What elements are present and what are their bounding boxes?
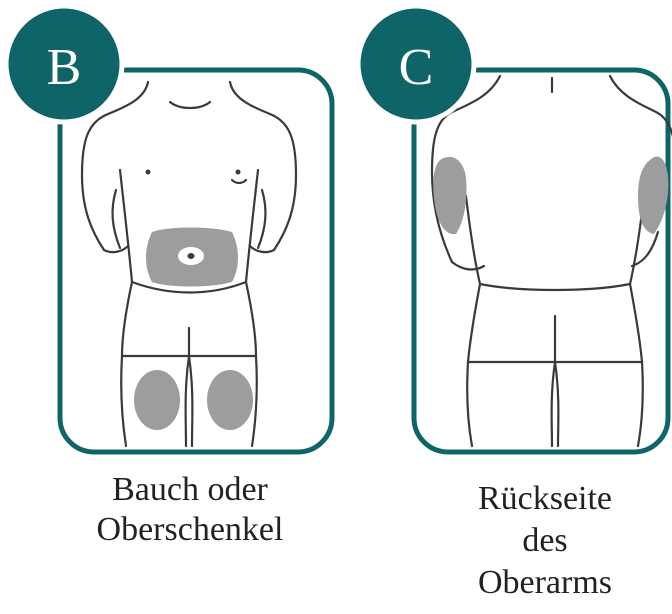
right-upper-arm-zone [638,157,668,234]
panel-b-illustration: B [0,0,340,470]
right-thigh-zone [207,370,253,430]
panel-b-caption-line-1: Bauch oder [40,470,340,510]
left-thigh-zone [134,370,180,430]
panel-c-caption-line-1: Rückseite [420,478,670,520]
panel-b: B Bauch oder Oberschenkel [0,0,340,470]
panel-c-caption-line-2: des [420,520,670,562]
panel-c-badge: C [358,6,474,122]
panel-b-caption-line-2: Oberschenkel [40,510,340,550]
back-body-outline [432,76,672,446]
panel-c-illustration: C [340,0,672,470]
panel-c-caption-line-3: Oberarms [420,562,670,604]
panel-c: C Rückseite des Oberarms [340,0,672,614]
panel-b-letter: B [47,39,82,96]
panel-c-caption: Rückseite des Oberarms [420,478,670,604]
panel-c-letter: C [399,39,434,96]
panel-b-badge: B [6,6,122,122]
panel-b-caption: Bauch oder Oberschenkel [40,470,340,550]
navel-dot [188,253,195,259]
